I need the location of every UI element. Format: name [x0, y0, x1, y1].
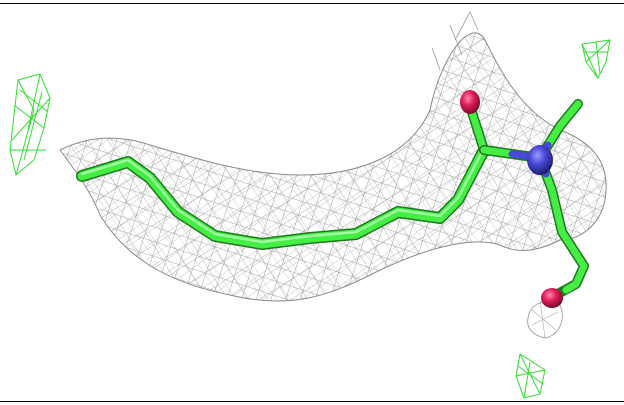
frame-bottom-border: [0, 401, 624, 402]
green-density-fragment-left: [9, 73, 51, 176]
green-density-fragment-bottom: [515, 353, 546, 399]
ligand-carbon-chain: [76, 144, 490, 250]
nitrogen-atom: [527, 145, 553, 175]
green-density-fragment-top-right: [581, 39, 611, 79]
oxygen-atom-bottom: [541, 288, 563, 308]
frame-top-border: [0, 3, 624, 4]
oxygen-atom-top: [460, 90, 480, 114]
